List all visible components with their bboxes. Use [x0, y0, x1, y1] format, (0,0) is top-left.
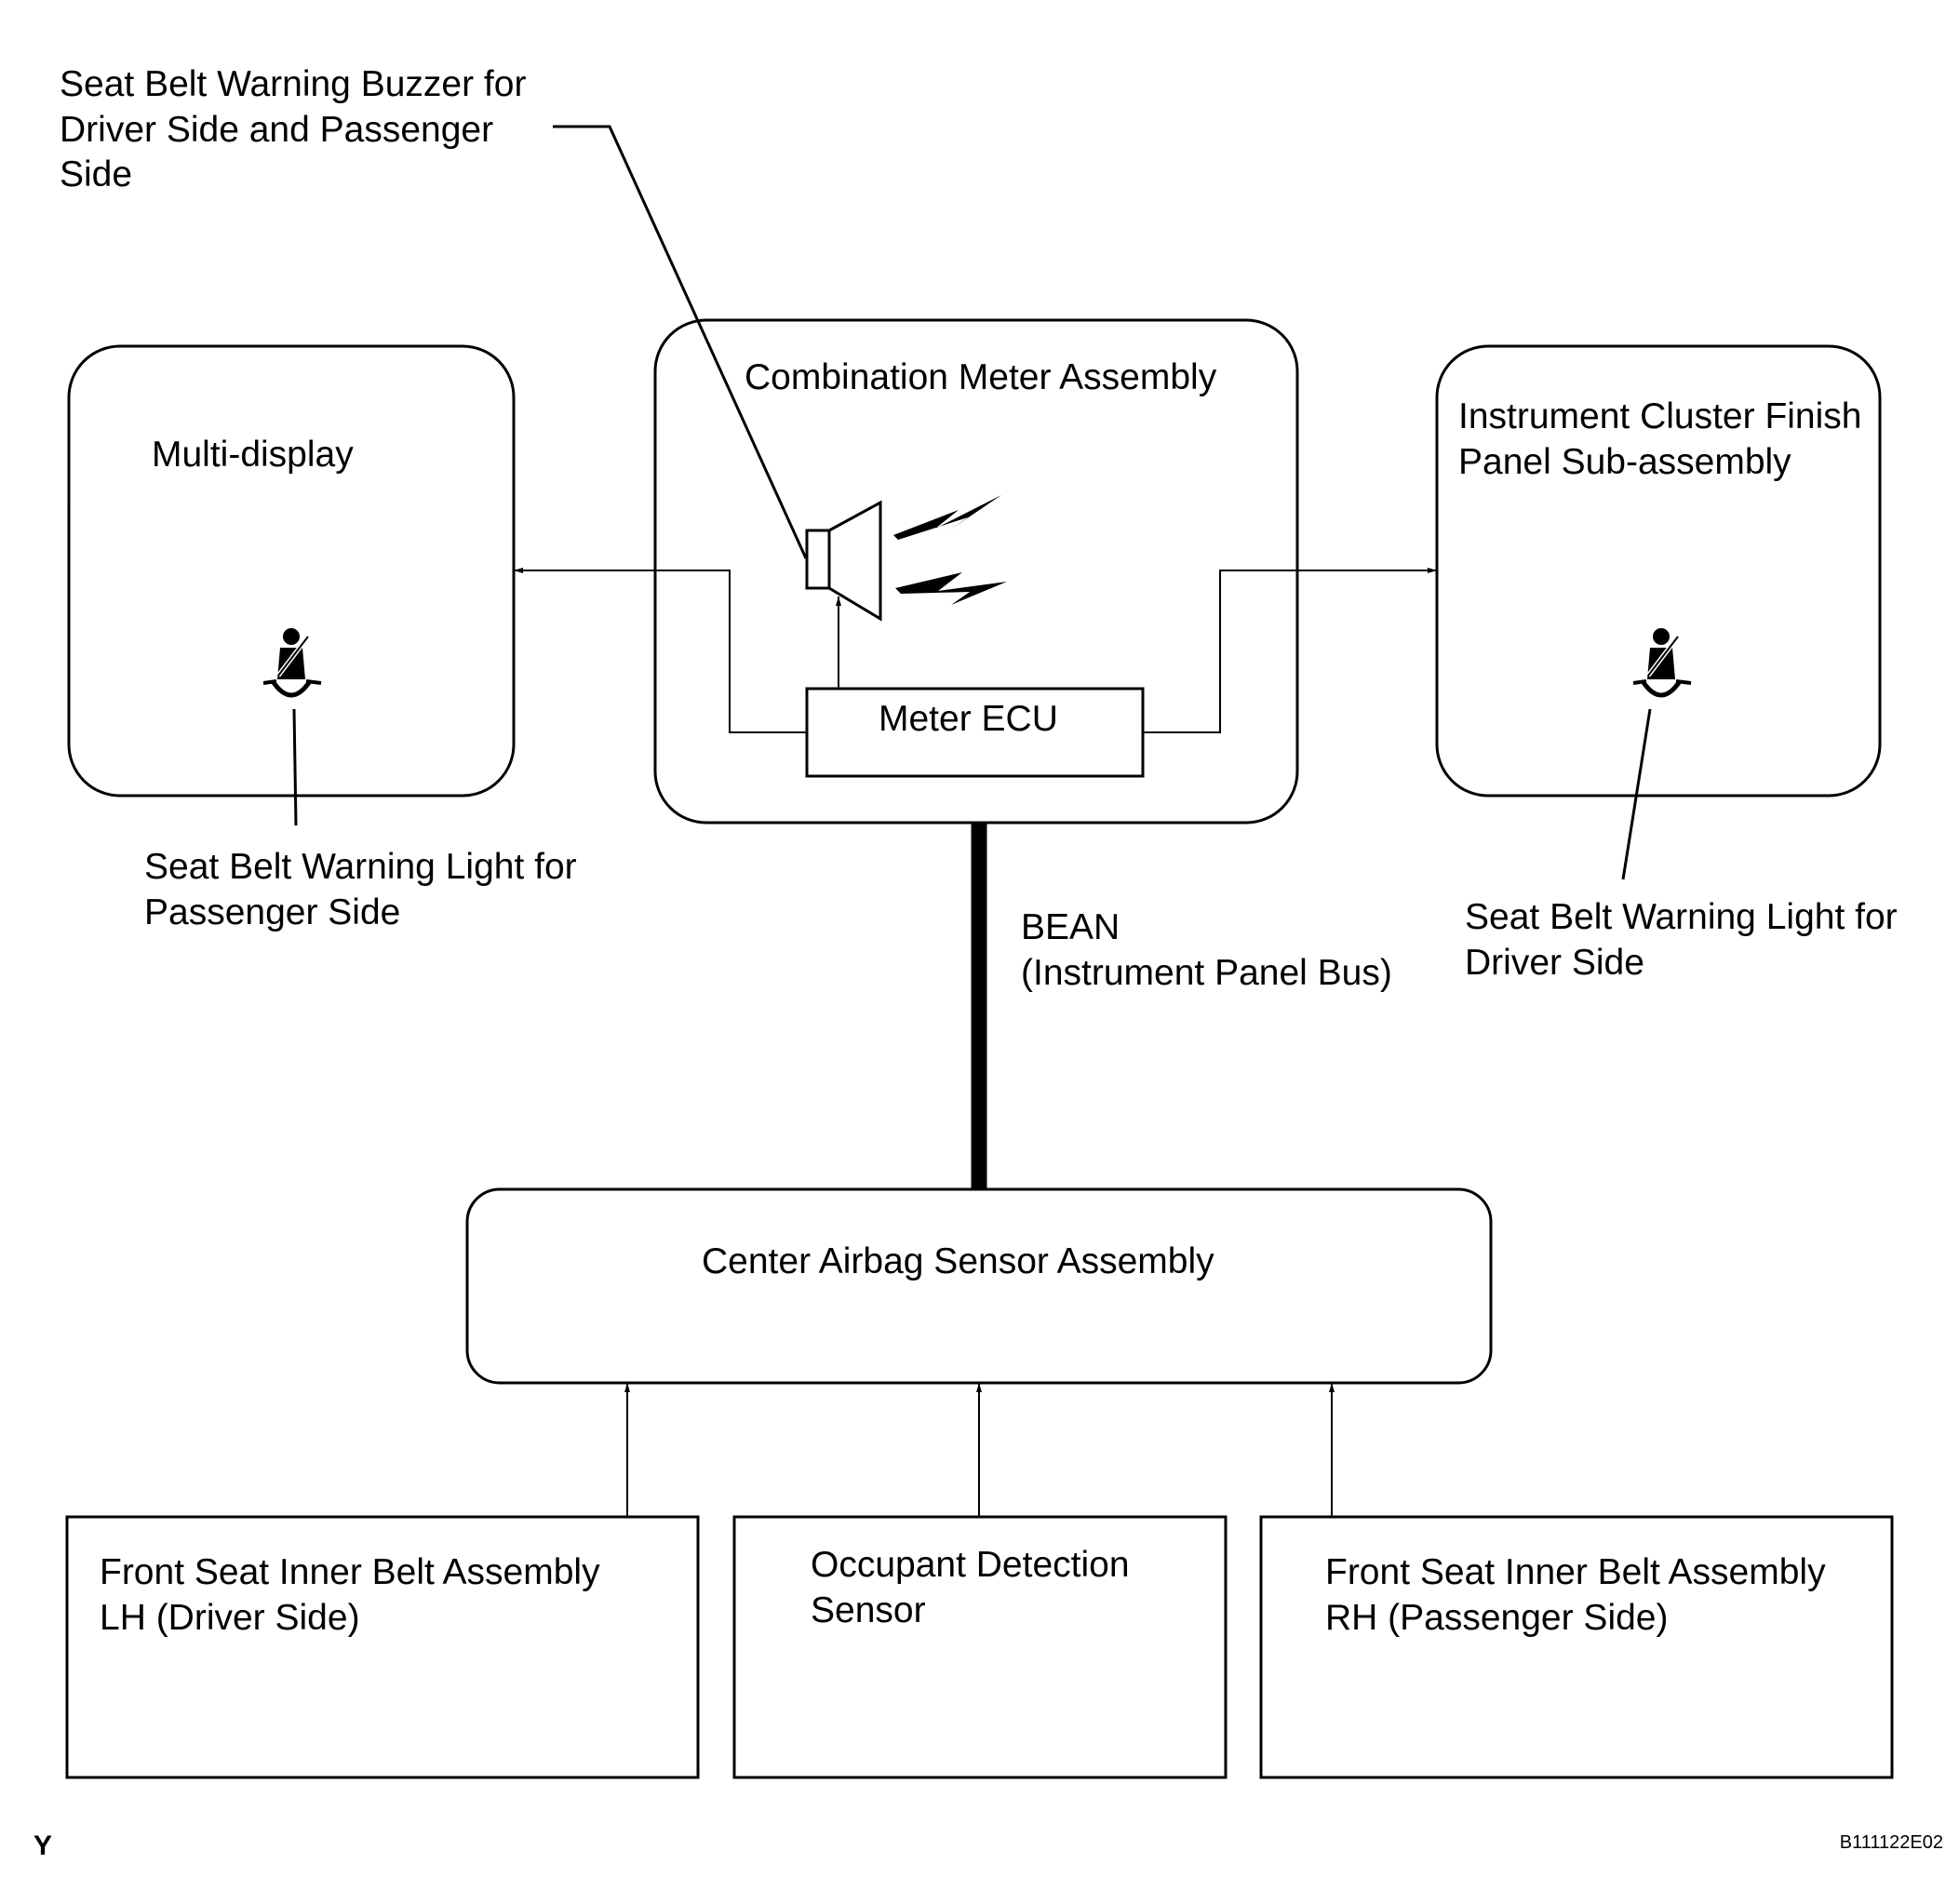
- meter-ecu-box: [805, 687, 1145, 778]
- corner-code-left: Y: [34, 1830, 52, 1861]
- buzzer-label-line-3: Side: [60, 154, 132, 194]
- light-passenger-label-line-1: Seat Belt Warning Light for: [144, 847, 577, 887]
- buzzer-leader: [553, 125, 808, 559]
- sound-wave-icon: [893, 495, 1007, 605]
- belt-lh-label-line-2: LH (Driver Side): [100, 1598, 360, 1638]
- occupant-label-line-2: Sensor: [811, 1590, 926, 1630]
- seat-belt-icon: [1632, 628, 1692, 698]
- belt-rh-label-line-1: Front Seat Inner Belt Assembly: [1325, 1552, 1826, 1592]
- multi-display-box: [67, 344, 516, 798]
- ecu-to-multidisplay-wire: [514, 568, 807, 733]
- meter-ecu-label: Meter ECU: [879, 699, 1058, 739]
- light-driver-label-line-1: Seat Belt Warning Light for: [1465, 897, 1898, 937]
- combination-meter-label: Combination Meter Assembly: [745, 357, 1217, 397]
- light-passenger-label-line-2: Passenger Side: [144, 892, 400, 932]
- buzzer-label-line-2: Driver Side and Passenger: [60, 110, 493, 150]
- seat-belt-icon: [262, 628, 322, 698]
- occupant-sensor-box: [732, 1515, 1228, 1779]
- instrument-cluster-label-line-1: Instrument Cluster Finish: [1458, 396, 1861, 436]
- multi-display-label: Multi-display: [152, 435, 354, 475]
- occupant-label-line-1: Occupant Detection: [811, 1545, 1130, 1585]
- belt-lh-box: [65, 1515, 700, 1779]
- buzzer-label-line-1: Seat Belt Warning Buzzer for: [60, 64, 526, 104]
- bean-label-line-2: (Instrument Panel Bus): [1021, 953, 1392, 993]
- figure-id: B111122E02: [1840, 1832, 1943, 1853]
- belt-rh-label-line-2: RH (Passenger Side): [1325, 1598, 1668, 1638]
- bean-label-line-1: BEAN: [1021, 907, 1120, 947]
- light-driver-label-line-2: Driver Side: [1465, 943, 1644, 983]
- center-airbag-box: [465, 1187, 1493, 1385]
- instrument-cluster-label-line-2: Panel Sub-assembly: [1458, 442, 1791, 482]
- speaker-icon: [805, 500, 882, 622]
- ecu-to-cluster-wire: [1143, 568, 1437, 733]
- light-driver-leader: [1621, 708, 1652, 880]
- light-passenger-leader: [292, 708, 298, 826]
- center-airbag-label: Center Airbag Sensor Assembly: [702, 1241, 1214, 1281]
- belt-rh-box: [1259, 1515, 1894, 1779]
- belt-lh-label-line-1: Front Seat Inner Belt Assembly: [100, 1552, 600, 1592]
